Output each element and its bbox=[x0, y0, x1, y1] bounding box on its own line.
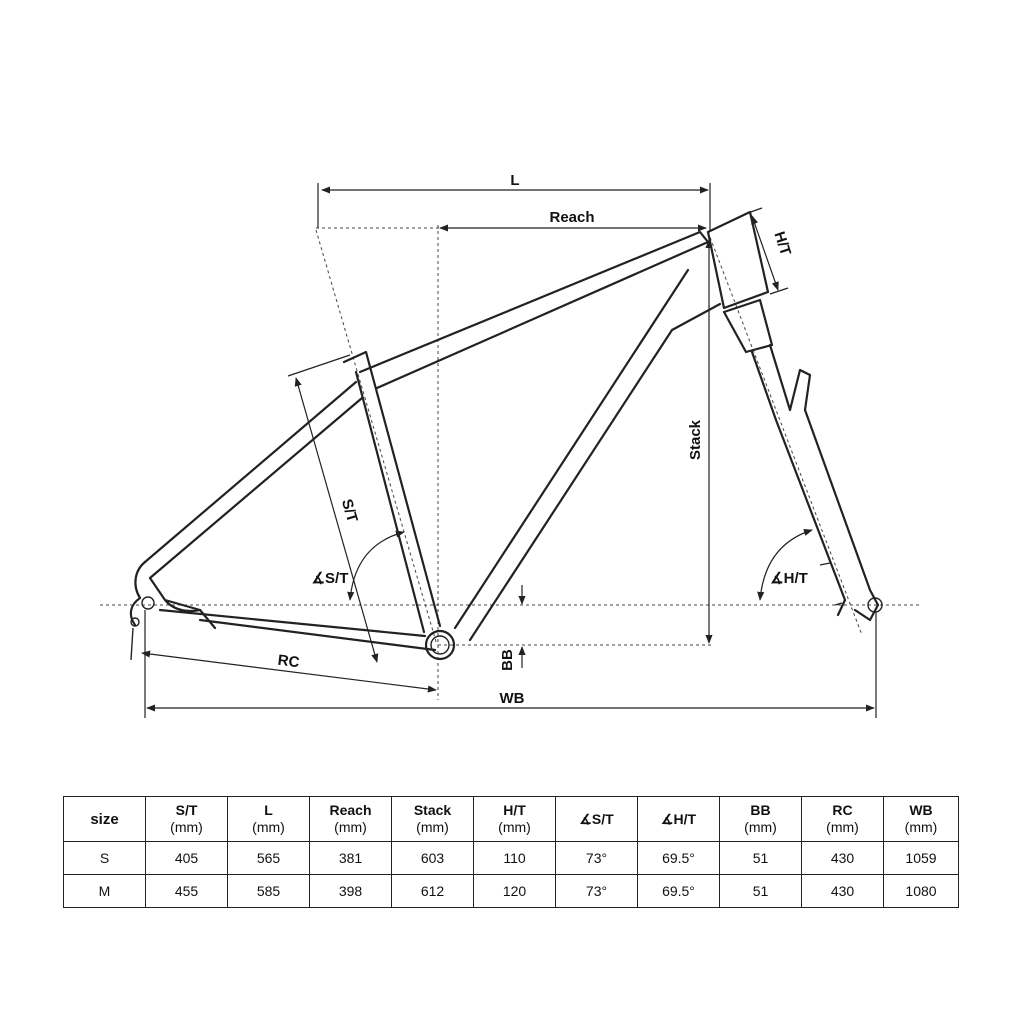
cell-rc: 430 bbox=[801, 874, 884, 908]
st-label: S/T bbox=[338, 497, 361, 524]
bike-frame bbox=[129, 210, 883, 661]
cell-stack: 612 bbox=[391, 874, 474, 908]
st-dimension-line bbox=[294, 377, 379, 663]
cell-bb: 51 bbox=[719, 874, 802, 908]
head-tube bbox=[706, 210, 770, 310]
cell-wb: 1080 bbox=[883, 874, 959, 908]
header-wb: WB(mm) bbox=[883, 796, 959, 842]
reach-label: Reach bbox=[549, 209, 594, 226]
cell-reach: 398 bbox=[309, 874, 392, 908]
cell-ht-angle: 69.5° bbox=[637, 874, 720, 908]
header-ht-angle: ∡H/T bbox=[637, 796, 720, 842]
frame-geometry-diagram: L Reach H/T Stack S/T ∡S/T ∡H/T BB RC bbox=[100, 172, 920, 718]
header-size: size bbox=[63, 796, 146, 842]
cell-ht-angle: 69.5° bbox=[637, 841, 720, 875]
header-stack: Stack(mm) bbox=[391, 796, 474, 842]
ht-angle-arc bbox=[757, 529, 813, 601]
table-row: M 455 585 398 612 120 73° 69.5° 51 430 1… bbox=[63, 874, 959, 908]
ht-label: H/T bbox=[770, 229, 794, 257]
cell-l: 585 bbox=[227, 874, 310, 908]
reference-lines bbox=[100, 225, 920, 700]
header-l: L(mm) bbox=[227, 796, 310, 842]
cell-wb: 1059 bbox=[883, 841, 959, 875]
header-bb: BB(mm) bbox=[719, 796, 802, 842]
cell-st-angle: 73° bbox=[555, 874, 638, 908]
bottom-bracket bbox=[424, 629, 456, 661]
header-st: S/T(mm) bbox=[145, 796, 228, 842]
header-ht: H/T(mm) bbox=[473, 796, 556, 842]
front-axle bbox=[867, 597, 883, 613]
ht-angle-label: ∡H/T bbox=[770, 570, 808, 587]
wb-label: WB bbox=[500, 690, 525, 707]
dimension-lines: L Reach H/T Stack S/T ∡S/T ∡H/T BB RC bbox=[141, 172, 877, 718]
fork-crown bbox=[722, 298, 774, 354]
st-extension-top bbox=[287, 354, 351, 377]
cell-stack: 603 bbox=[391, 841, 474, 875]
derailleur-hanger-bolt bbox=[130, 617, 140, 627]
cell-l: 565 bbox=[227, 841, 310, 875]
st-angle-label: ∡S/T bbox=[312, 570, 349, 587]
fork-leg bbox=[750, 343, 880, 622]
ht-dimension-line bbox=[751, 215, 779, 291]
cell-rc: 430 bbox=[801, 841, 884, 875]
header-reach: Reach(mm) bbox=[309, 796, 392, 842]
cell-size: S bbox=[63, 841, 146, 875]
cell-reach: 381 bbox=[309, 841, 392, 875]
seat-stay bbox=[143, 380, 364, 580]
rear-dropout bbox=[129, 560, 217, 630]
bb-label: BB bbox=[499, 649, 516, 671]
header-st-angle: ∡S/T bbox=[555, 796, 638, 842]
L-label: L bbox=[510, 172, 519, 189]
header-rc: RC(mm) bbox=[801, 796, 884, 842]
cell-st: 405 bbox=[145, 841, 228, 875]
rear-axle bbox=[141, 596, 155, 610]
bottom-bracket-inner bbox=[430, 635, 450, 655]
geometry-table: size S/T(mm) L(mm) Reach(mm) Stack(mm) H… bbox=[63, 796, 959, 908]
cell-st: 455 bbox=[145, 874, 228, 908]
stack-label: Stack bbox=[687, 419, 704, 460]
cell-bb: 51 bbox=[719, 841, 802, 875]
cell-st-angle: 73° bbox=[555, 841, 638, 875]
cell-size: M bbox=[63, 874, 146, 908]
dropout-hanger bbox=[130, 627, 134, 661]
table-row: S 405 565 381 603 110 73° 69.5° 51 430 1… bbox=[63, 841, 959, 875]
fork-brake-mount-2 bbox=[834, 602, 843, 606]
cell-ht: 120 bbox=[473, 874, 556, 908]
chain-stay bbox=[158, 608, 437, 652]
rc-dimension-line bbox=[141, 650, 437, 693]
fork-brake-mount bbox=[819, 562, 831, 566]
st-angle-arc bbox=[347, 530, 405, 601]
top-tube bbox=[358, 230, 710, 390]
ht-extension-top bbox=[744, 207, 763, 215]
ht-extension-bottom bbox=[769, 287, 789, 295]
cell-ht: 110 bbox=[473, 841, 556, 875]
table-header-row: size S/T(mm) L(mm) Reach(mm) Stack(mm) H… bbox=[63, 796, 959, 842]
down-tube bbox=[453, 268, 722, 642]
rc-label: RC bbox=[277, 652, 301, 672]
